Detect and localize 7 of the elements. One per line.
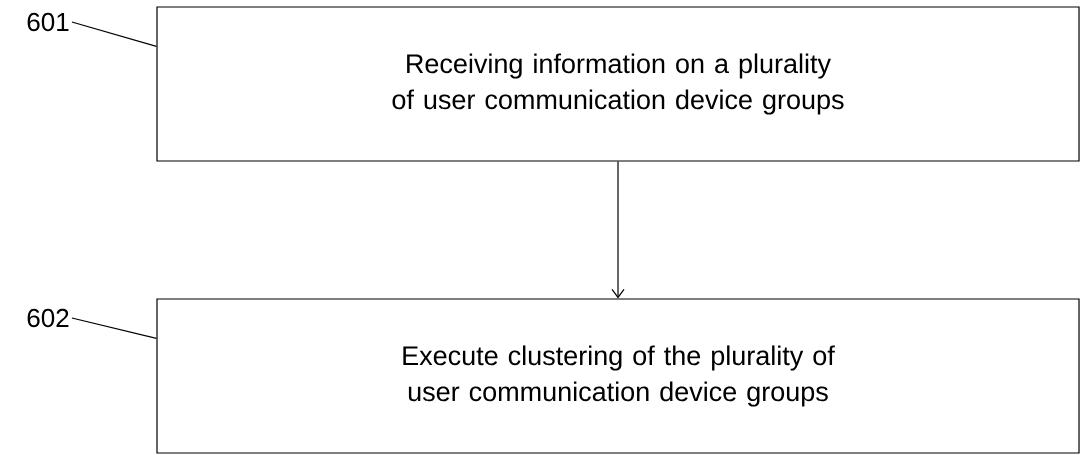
process-box: Execute clustering of the plurality of user communication device groups	[156, 298, 1080, 454]
reference-numeral: 602	[27, 308, 69, 328]
leader-line	[71, 317, 157, 339]
leader-line	[71, 21, 157, 47]
arrow	[611, 161, 625, 299]
reference-numeral: 601	[27, 12, 69, 32]
process-box: Receiving information on a plurality of user communication device groups	[156, 6, 1080, 162]
